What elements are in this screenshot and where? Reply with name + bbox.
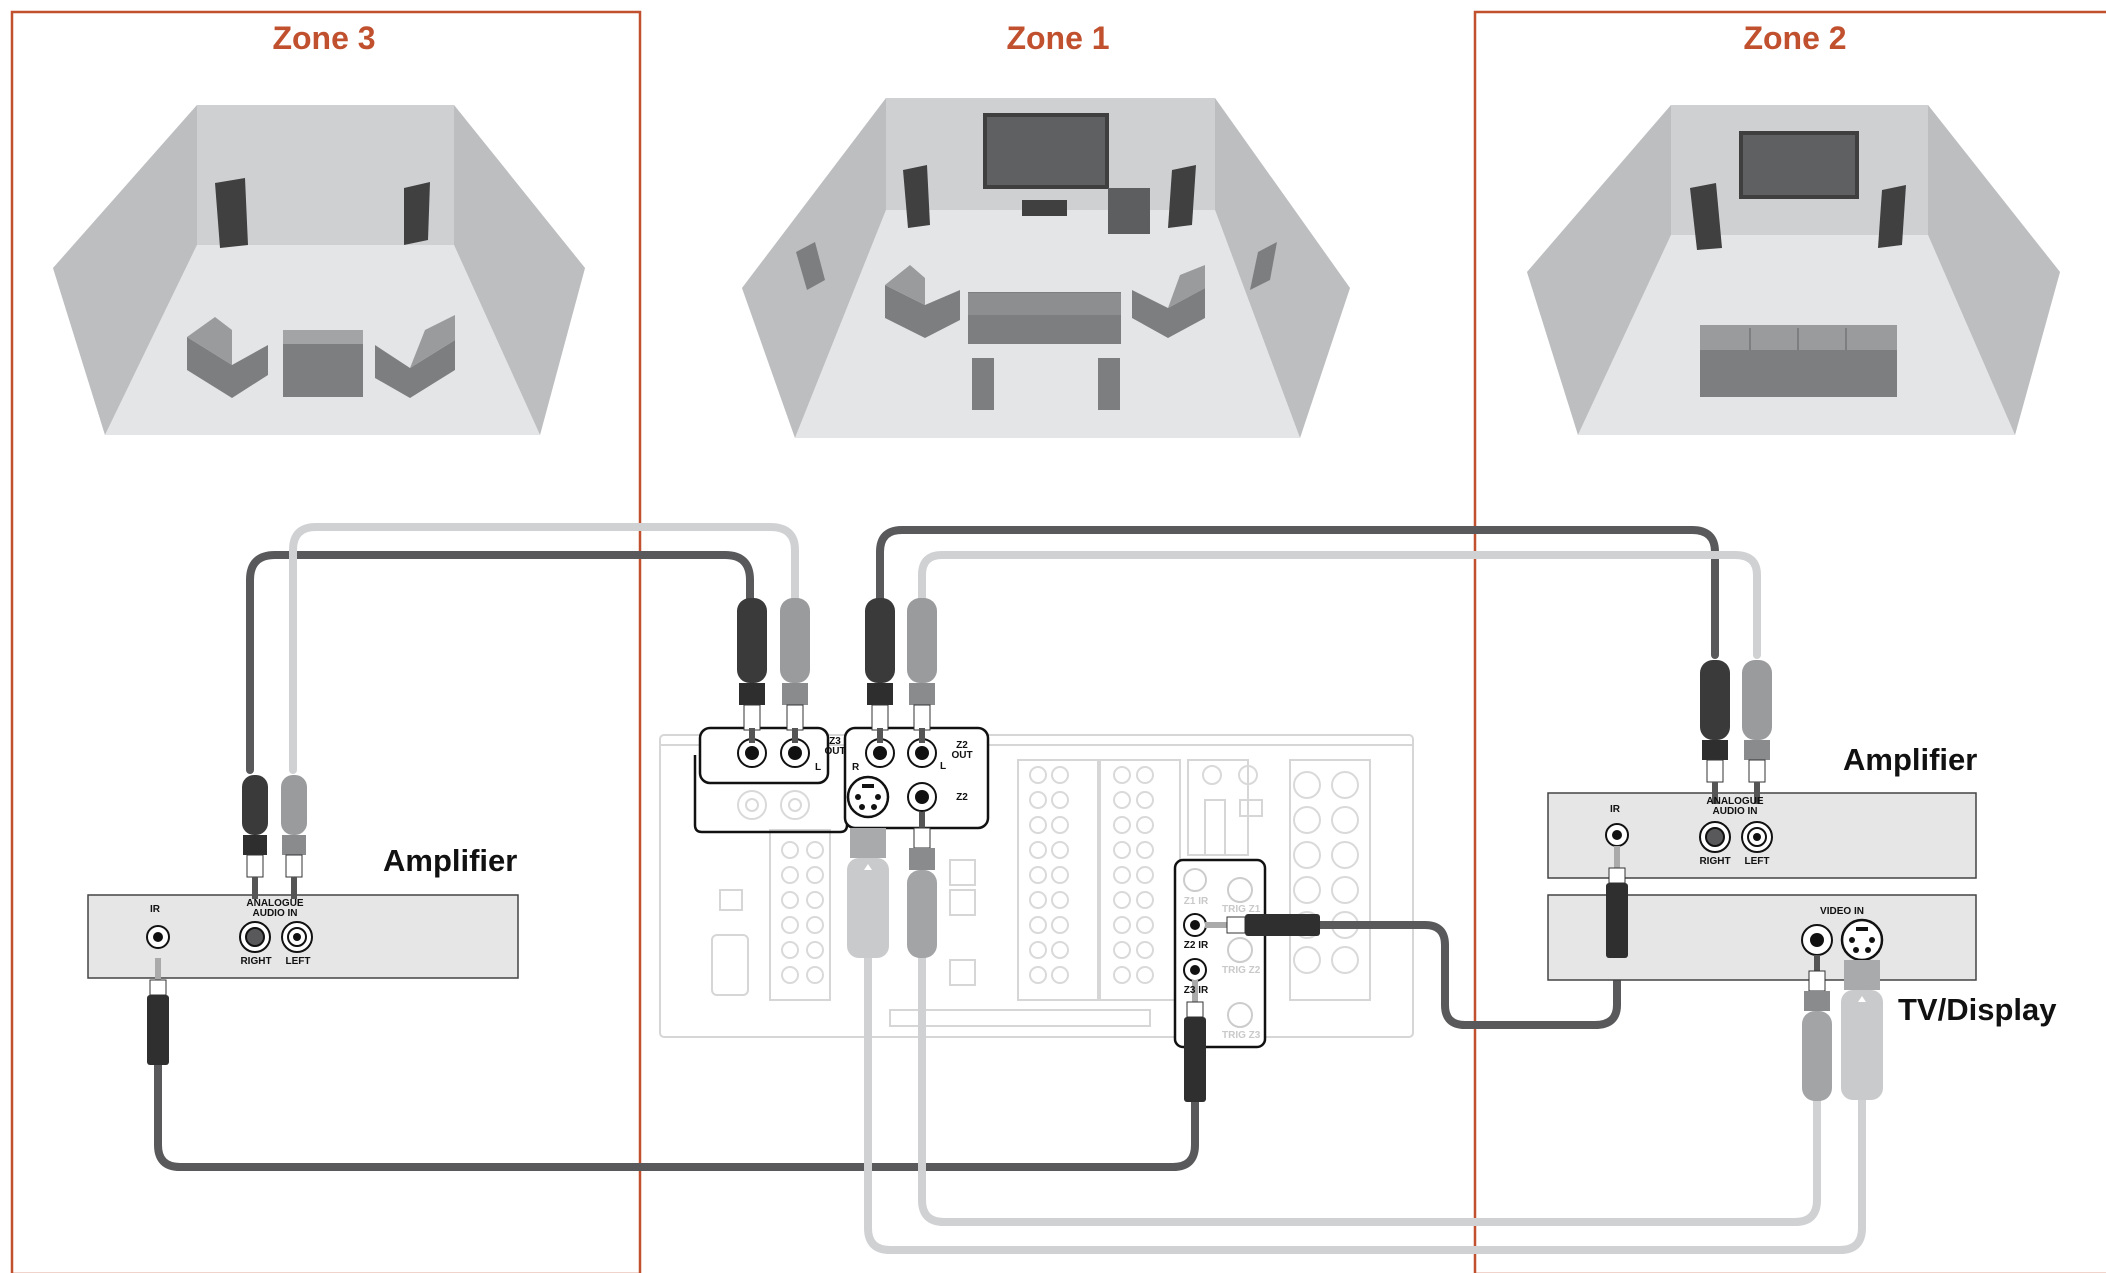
z3-out-label-line1: Z3 bbox=[829, 736, 841, 747]
cable-z2-ir bbox=[1311, 921, 1621, 1029]
zone2-room bbox=[1527, 105, 2060, 435]
zone3-rca-plugs bbox=[242, 775, 307, 899]
z2-out-label-line1: Z2 bbox=[956, 740, 968, 751]
zone3-amplifier-title: Amplifier bbox=[383, 843, 518, 878]
zone3-ir-plug bbox=[147, 958, 169, 1065]
svideo-plug-tv bbox=[1841, 960, 1883, 1100]
zone3-border bbox=[10, 10, 642, 1273]
rca-plug-z3-out-right bbox=[737, 598, 767, 743]
zone3-left-label: LEFT bbox=[285, 956, 311, 967]
z2-ir-label: Z2 IR bbox=[1183, 940, 1209, 951]
tv-display-title: TV/Display bbox=[1898, 992, 2057, 1027]
tv-svideo-jack bbox=[1840, 918, 1884, 962]
zone1-sofa bbox=[968, 292, 1121, 344]
cable-z3-left-audio bbox=[289, 523, 799, 774]
receiver-rca-plugs bbox=[737, 598, 937, 743]
rca-plug-z3-amp-left bbox=[281, 775, 307, 899]
zone1-center-speaker bbox=[1022, 200, 1067, 216]
z3-ir-label: Z3 IR bbox=[1183, 985, 1209, 996]
z3-out-label-line2: OUT bbox=[824, 746, 846, 757]
zone2-right-label: RIGHT bbox=[1699, 856, 1731, 867]
z2-out-label-line2: OUT bbox=[951, 750, 973, 761]
receiver-video-plugs bbox=[847, 812, 937, 958]
z2-svideo-jack bbox=[846, 775, 890, 819]
zone1-seat-rear-left bbox=[972, 358, 994, 410]
cable-z2-composite bbox=[918, 946, 1821, 1226]
z3-ir-plug-receiver bbox=[1184, 980, 1206, 1102]
z2-ir-plug-receiver bbox=[1205, 914, 1320, 936]
composite-plug-tv bbox=[1802, 955, 1832, 1101]
zone2-rca-plugs bbox=[1700, 660, 1772, 804]
rca-plug-z2-out-left bbox=[907, 598, 937, 743]
cable-z3-ir bbox=[154, 1056, 1199, 1171]
zone2-left-label: LEFT bbox=[1744, 856, 1770, 867]
zone3-speaker-right bbox=[404, 182, 430, 245]
trig-z3-label: TRIG Z3 bbox=[1222, 1030, 1261, 1041]
zone3-table bbox=[283, 342, 363, 397]
zone1-tv bbox=[983, 113, 1109, 189]
zone3-input-label-line1: ANALOGUE bbox=[246, 898, 304, 909]
rca-plug-z2-amp-right bbox=[1700, 660, 1730, 804]
receiver-z3-out-outline bbox=[693, 755, 849, 834]
zone3-input-label-line2: AUDIO IN bbox=[252, 908, 298, 919]
zone3-speaker-left bbox=[215, 178, 248, 248]
zone3-armchair-right bbox=[375, 315, 455, 398]
zone2-speaker-right bbox=[1878, 185, 1906, 248]
zone3-right-label: RIGHT bbox=[240, 956, 272, 967]
zone2-ir-plug bbox=[1606, 846, 1628, 958]
zone3-title: Zone 3 bbox=[272, 20, 376, 56]
zone1-speaker-front-right bbox=[1168, 165, 1196, 228]
zone3-armchair-left bbox=[187, 317, 268, 398]
z2-video-label: Z2 bbox=[956, 792, 968, 803]
cable-z2-right-audio bbox=[876, 526, 1719, 659]
z1-ir-label: Z1 IR bbox=[1183, 896, 1209, 907]
zone1-title: Zone 1 bbox=[1006, 20, 1110, 56]
z3-out-l-label: L bbox=[815, 762, 822, 773]
composite-plug-receiver bbox=[907, 812, 937, 958]
zone2-input-label-line2: AUDIO IN bbox=[1712, 806, 1758, 817]
zone1-speaker-side-right bbox=[1250, 242, 1277, 290]
zone1-subwoofer bbox=[1108, 188, 1150, 234]
zone2-tv bbox=[1739, 131, 1859, 199]
zone1-speaker-front-left bbox=[903, 165, 930, 228]
trig-z1-label: TRIG Z1 bbox=[1222, 904, 1261, 915]
tv-video-in-label: VIDEO IN bbox=[1820, 906, 1864, 917]
rca-plug-z3-out-left bbox=[780, 598, 810, 743]
cable-z2-left-audio bbox=[918, 551, 1761, 659]
cables bbox=[154, 523, 1866, 1254]
zone2-speaker-left bbox=[1690, 183, 1722, 250]
cable-z3-right-audio bbox=[246, 551, 754, 774]
zone3-ir-label: IR bbox=[150, 904, 160, 915]
cable-z2-svideo bbox=[864, 946, 1866, 1254]
zone2-border bbox=[1473, 10, 2106, 1273]
zone1-seat-rear-right bbox=[1098, 358, 1120, 410]
zone3-room bbox=[53, 105, 585, 435]
rca-plug-z3-amp-right bbox=[242, 775, 268, 899]
receiver-z3-out-box bbox=[698, 726, 830, 785]
rca-plug-z2-out-right bbox=[865, 598, 895, 743]
z2-out-r-label: R bbox=[852, 762, 860, 773]
zone-borders bbox=[10, 10, 2106, 1273]
zone2-input-label-line1: ANALOGUE bbox=[1706, 796, 1764, 807]
svideo-plug-receiver bbox=[847, 828, 889, 958]
trig-z2-label: TRIG Z2 bbox=[1222, 965, 1261, 976]
zone2-ir-label: IR bbox=[1610, 804, 1620, 815]
rca-plug-z2-amp-left bbox=[1742, 660, 1772, 804]
receiver-z2-out-box bbox=[843, 726, 990, 830]
zone2-title: Zone 2 bbox=[1743, 20, 1847, 56]
z2-out-l-label: L bbox=[940, 761, 947, 772]
zone1-armchair-right bbox=[1132, 265, 1205, 338]
receiver-faint-jacks bbox=[737, 765, 1359, 984]
zone1-speaker-side-left bbox=[796, 242, 825, 290]
tv-video-plugs bbox=[1802, 955, 1883, 1101]
zone2-sofa bbox=[1700, 325, 1897, 397]
zone1-armchair-left bbox=[885, 265, 960, 338]
zone2-amplifier-title: Amplifier bbox=[1843, 742, 1978, 777]
zone1-room bbox=[742, 98, 1350, 438]
